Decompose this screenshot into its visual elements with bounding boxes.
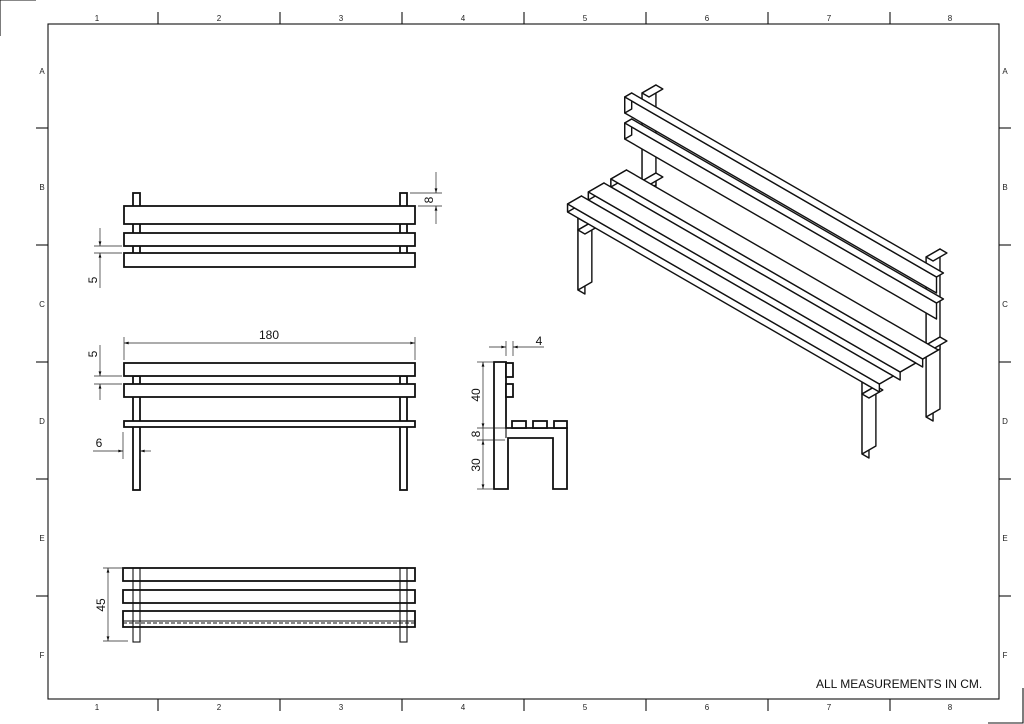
dimension-label: 5 [86, 276, 100, 283]
dimension-rail-depth: 4 [489, 334, 544, 356]
column-label: 2 [217, 703, 222, 712]
seat-slat-back-top-face [610, 169, 939, 360]
dimension-label: 45 [94, 598, 108, 612]
measurement-note: ALL MEASUREMENTS IN CM. [816, 677, 982, 691]
side-frame [493, 361, 568, 490]
row-label: C [1002, 300, 1008, 309]
slat [122, 610, 416, 628]
dimension-heights: 40 8 30 [469, 361, 512, 490]
column-label: 3 [339, 703, 344, 712]
back-view: 8 5 [86, 172, 442, 288]
column-label: 8 [948, 14, 953, 23]
dimension-rail-gap: 5 [86, 345, 122, 400]
row-label: E [1002, 534, 1007, 543]
row-label: A [1002, 67, 1008, 76]
seat-slat-middle-top-face [587, 182, 917, 373]
isometric-view [566, 84, 948, 459]
corner-mark-bottom-right [988, 688, 1024, 724]
column-labels-top: 1 2 3 4 5 6 7 8 [95, 14, 953, 23]
dimension-label: 8 [422, 196, 436, 203]
column-label: 5 [583, 14, 588, 23]
leg-outline-right [399, 567, 408, 643]
row-labels-right: A B C D E F [1002, 67, 1008, 660]
rail [123, 383, 416, 398]
back-rail-section [505, 362, 514, 378]
back-post-left-top-face [641, 84, 664, 98]
column-label: 4 [461, 703, 466, 712]
row-label: F [40, 651, 45, 660]
row-label: D [1002, 417, 1008, 426]
column-label: 1 [95, 14, 100, 23]
dimension-label: 8 [469, 430, 483, 437]
column-label: 6 [705, 14, 710, 23]
dimension-post-height: 8 [410, 172, 442, 224]
dimension-label: 6 [96, 436, 103, 450]
dimension-length: 180 [123, 328, 416, 360]
rail [123, 252, 416, 268]
side-view: 4 40 8 30 [469, 334, 568, 490]
dimension-label: 40 [469, 388, 483, 402]
column-label: 4 [461, 14, 466, 23]
row-label: E [39, 534, 44, 543]
row-label: B [1002, 183, 1007, 192]
column-label: 5 [583, 703, 588, 712]
row-label: D [39, 417, 45, 426]
seat-board [123, 420, 416, 428]
row-label: F [1003, 651, 1008, 660]
column-label: 7 [827, 703, 832, 712]
column-label: 2 [217, 14, 222, 23]
dimension-label: 180 [259, 328, 279, 342]
rail [123, 362, 416, 377]
back-rail-bottom-top-face [624, 118, 945, 304]
seat-slat-section [532, 420, 548, 429]
column-label: 1 [95, 703, 100, 712]
back-post-right-top-face [925, 248, 948, 262]
column-label: 8 [948, 703, 953, 712]
slat [122, 589, 416, 604]
row-label: B [39, 183, 44, 192]
seat-slat-section [511, 420, 527, 429]
column-label: 7 [827, 14, 832, 23]
dimension-label: 30 [469, 458, 483, 472]
dimension-label: 4 [536, 334, 543, 348]
dimension-label: 5 [86, 350, 100, 357]
seat-slat-section [553, 420, 568, 429]
rail [123, 205, 416, 225]
column-label: 3 [339, 14, 344, 23]
row-label: A [39, 67, 45, 76]
seat-slat-front-top-face [566, 195, 894, 385]
plan-view: 45 [94, 567, 416, 643]
slat [122, 567, 416, 582]
leg-outline-left [132, 567, 141, 643]
back-rail-section [505, 383, 514, 398]
row-label: C [39, 300, 45, 309]
dimension-rail-gap: 5 [86, 228, 122, 288]
column-label: 6 [705, 703, 710, 712]
front-view: 180 5 6 [86, 328, 416, 491]
back-rail-top-top-face [624, 92, 945, 278]
rail [123, 232, 416, 247]
dimension-leg-offset: 6 [93, 432, 151, 459]
corner-mark-top-left [0, 0, 36, 36]
row-labels-left: A B C D E F [39, 67, 45, 660]
column-labels-bottom: 1 2 3 4 5 6 7 8 [95, 703, 953, 712]
dimension-depth: 45 [94, 567, 128, 642]
frame-ticks [36, 12, 1011, 711]
